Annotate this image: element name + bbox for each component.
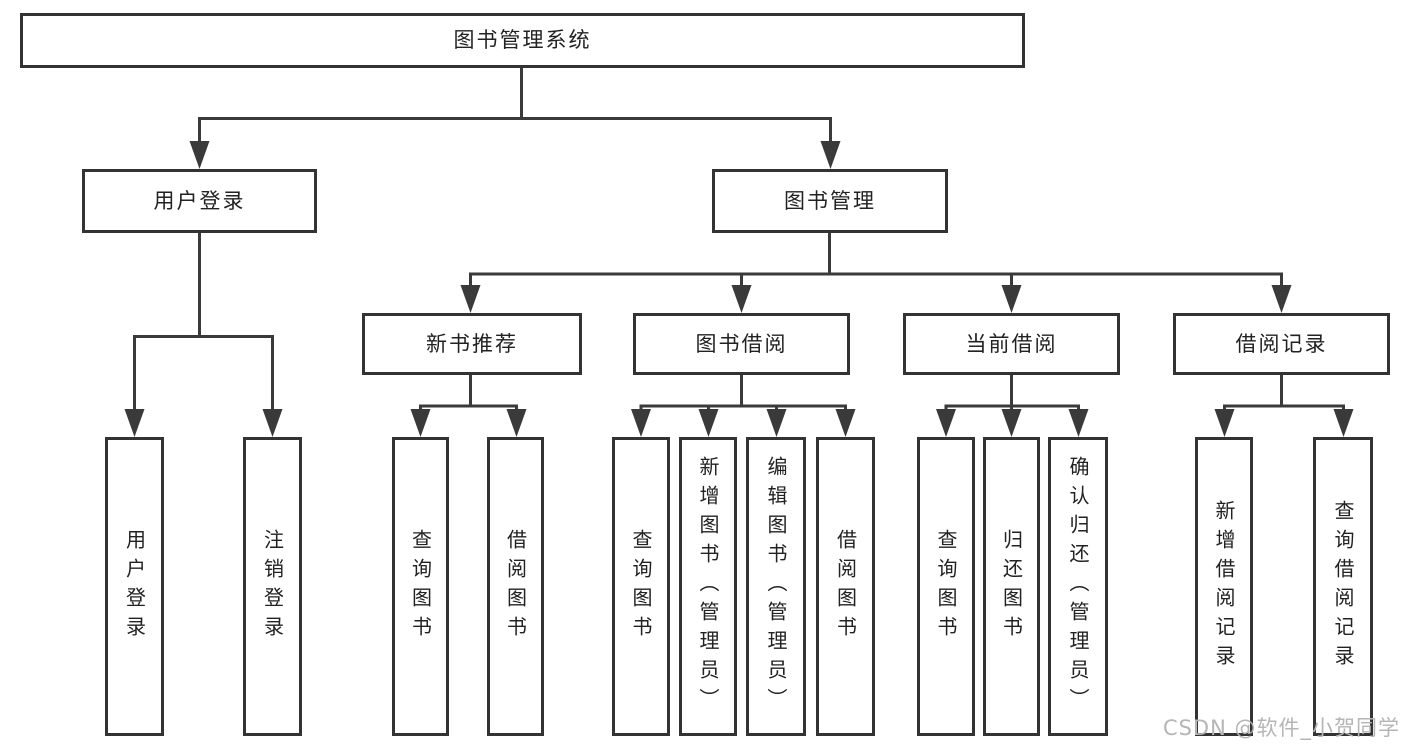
arrowheads (124, 141, 1354, 437)
node-label: 新书推荐 (426, 331, 518, 356)
node-new-book-recommend: 新书推荐 (362, 313, 582, 375)
leaf-logout: 注销登录 (243, 437, 302, 736)
node-book-management-branch: 图书管理 (712, 169, 948, 233)
leaf-add-borrow-record: 新增借阅记录 (1195, 437, 1253, 736)
node-label: 借阅记录 (1235, 331, 1328, 356)
node-current-borrow: 当前借阅 (903, 313, 1120, 375)
node-label: 图书借阅 (695, 331, 788, 356)
node-label: 注销登录 (260, 528, 285, 645)
node-label: 借阅图书 (833, 528, 858, 645)
node-label: 借阅图书 (503, 528, 528, 645)
node-label: 查询借阅记录 (1331, 499, 1355, 674)
node-label: 图书管理系统 (453, 28, 592, 52)
node-user-login-branch: 用户登录 (82, 169, 317, 233)
leaf-edit-books-admin: 编辑图书（管理员） (746, 437, 806, 736)
node-label: 归还图书 (999, 528, 1024, 645)
leaf-query-books-1: 查询图书 (392, 437, 449, 736)
leaf-add-books-admin: 新增图书（管理员） (679, 437, 737, 736)
node-borrow-record: 借阅记录 (1173, 313, 1390, 375)
leaf-query-borrow-record: 查询借阅记录 (1313, 437, 1373, 736)
leaf-user-login: 用户登录 (105, 437, 164, 736)
node-label: 查询图书 (629, 528, 653, 645)
node-library-management-system: 图书管理系统 (20, 13, 1025, 68)
node-label: 确认归还（管理员） (1066, 456, 1090, 717)
leaf-borrow-books-1: 借阅图书 (487, 437, 544, 736)
node-label: 新增借阅记录 (1212, 499, 1236, 674)
node-label: 编辑图书（管理员） (764, 456, 788, 717)
node-label: 新增图书（管理员） (696, 456, 720, 717)
csdn-watermark: CSDN @软件_小贺同学 (1162, 716, 1400, 740)
node-label: 用户登录 (122, 528, 147, 645)
leaf-borrow-books-2: 借阅图书 (816, 437, 875, 736)
node-label: 用户登录 (153, 188, 246, 213)
leaf-confirm-return-admin: 确认归还（管理员） (1048, 437, 1108, 736)
node-label: 查询图书 (934, 528, 958, 645)
node-label: 查询图书 (408, 528, 433, 645)
leaf-return-books: 归还图书 (983, 437, 1040, 736)
node-label: 图书管理 (784, 188, 876, 213)
leaf-query-books-2: 查询图书 (612, 437, 670, 736)
node-label: 当前借阅 (965, 331, 1058, 356)
node-book-borrow: 图书借阅 (633, 313, 850, 375)
leaf-query-books-3: 查询图书 (917, 437, 975, 736)
